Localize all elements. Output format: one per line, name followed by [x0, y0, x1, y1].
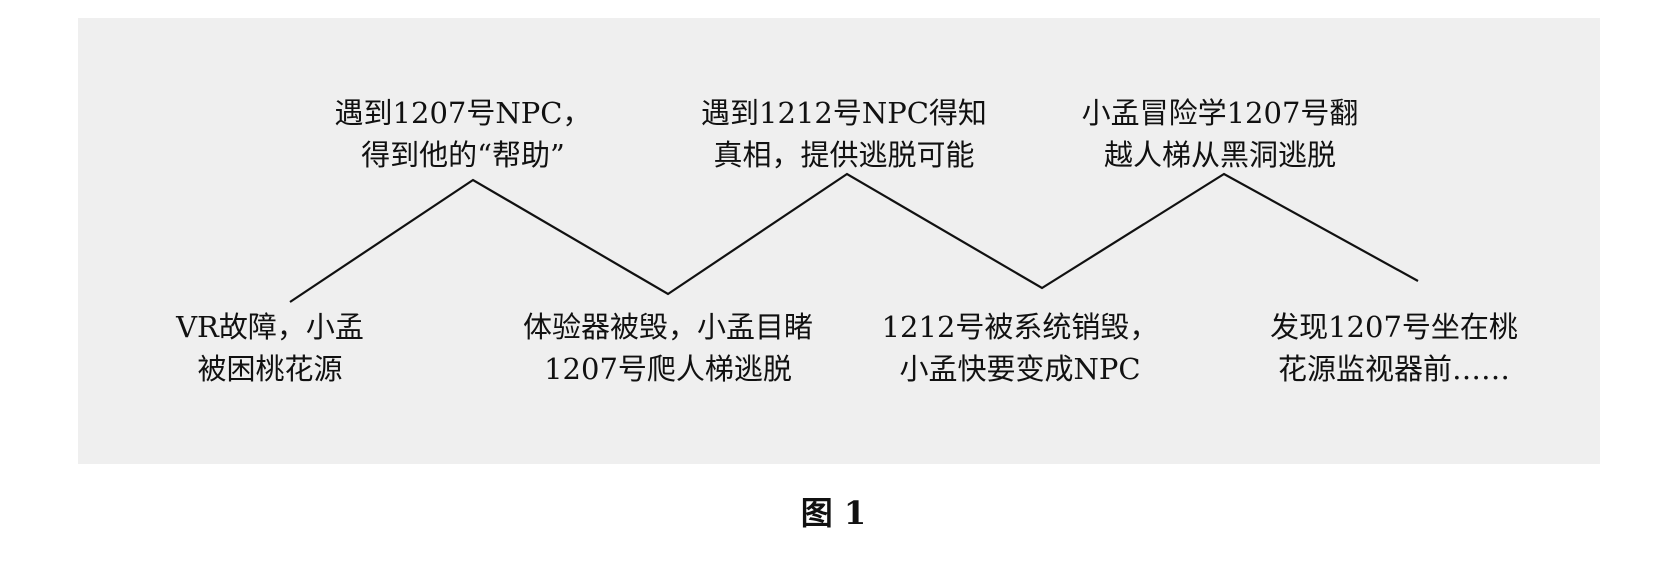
peak-label-2-line-1: 遇到1212号NPC得知: [701, 96, 987, 130]
peak-label-3-line-2: 越人梯从黑洞逃脱: [1103, 138, 1336, 172]
peak-label-3-line-1: 小孟冒险学1207号翻: [1081, 96, 1359, 130]
valley-label-2-line-1: 体验器被毁，小孟目睹: [522, 310, 814, 344]
valley-label-1-line-1: VR故障，小孟: [176, 310, 364, 344]
peak-label-3: 小孟冒险学1207号翻 越人梯从黑洞逃脱: [1082, 92, 1359, 176]
peak-label-2-line-2: 真相，提供逃脱可能: [713, 138, 975, 172]
valley-label-3: 1212号被系统销毁， 小孟快要变成NPC: [882, 306, 1159, 390]
valley-label-2: 体验器被毁，小孟目睹 1207号爬人梯逃脱: [523, 306, 813, 390]
peak-label-1-line-2: 得到他的“帮助”: [361, 138, 565, 172]
valley-label-1: VR故障，小孟 被困桃花源: [176, 306, 364, 390]
plot-line: [289, 172, 1419, 303]
peak-label-1: 遇到1207号NPC， 得到他的“帮助”: [335, 92, 592, 176]
valley-label-1-line-2: 被困桃花源: [197, 352, 343, 386]
valley-label-4-line-2: 花源监视器前……: [1277, 352, 1510, 386]
peak-label-1-line-1: 遇到1207号NPC，: [334, 96, 592, 130]
peak-label-2: 遇到1212号NPC得知 真相，提供逃脱可能: [701, 92, 987, 176]
figure-caption: 图 1: [800, 494, 867, 532]
valley-label-4-line-1: 发现1207号坐在桃: [1270, 310, 1518, 344]
valley-label-2-line-2: 1207号爬人梯逃脱: [544, 352, 792, 386]
valley-label-3-line-2: 小孟快要变成NPC: [899, 352, 1141, 386]
valley-label-3-line-1: 1212号被系统销毁，: [881, 310, 1159, 344]
valley-label-4: 发现1207号坐在桃 花源监视器前……: [1270, 306, 1518, 390]
